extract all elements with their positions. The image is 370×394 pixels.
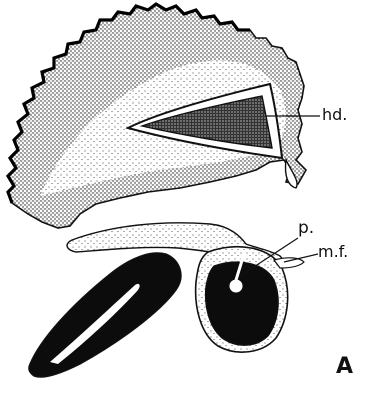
crest-section: [8, 4, 306, 228]
pulp-cavity: [229, 279, 243, 293]
mf-flange: [274, 258, 304, 268]
panel-letter: A: [336, 356, 353, 378]
round-section: [196, 247, 304, 352]
label-p: p.: [298, 220, 314, 236]
elongated-element: [29, 253, 181, 377]
label-mf: m.f.: [318, 244, 348, 260]
label-hd: hd.: [322, 107, 347, 123]
